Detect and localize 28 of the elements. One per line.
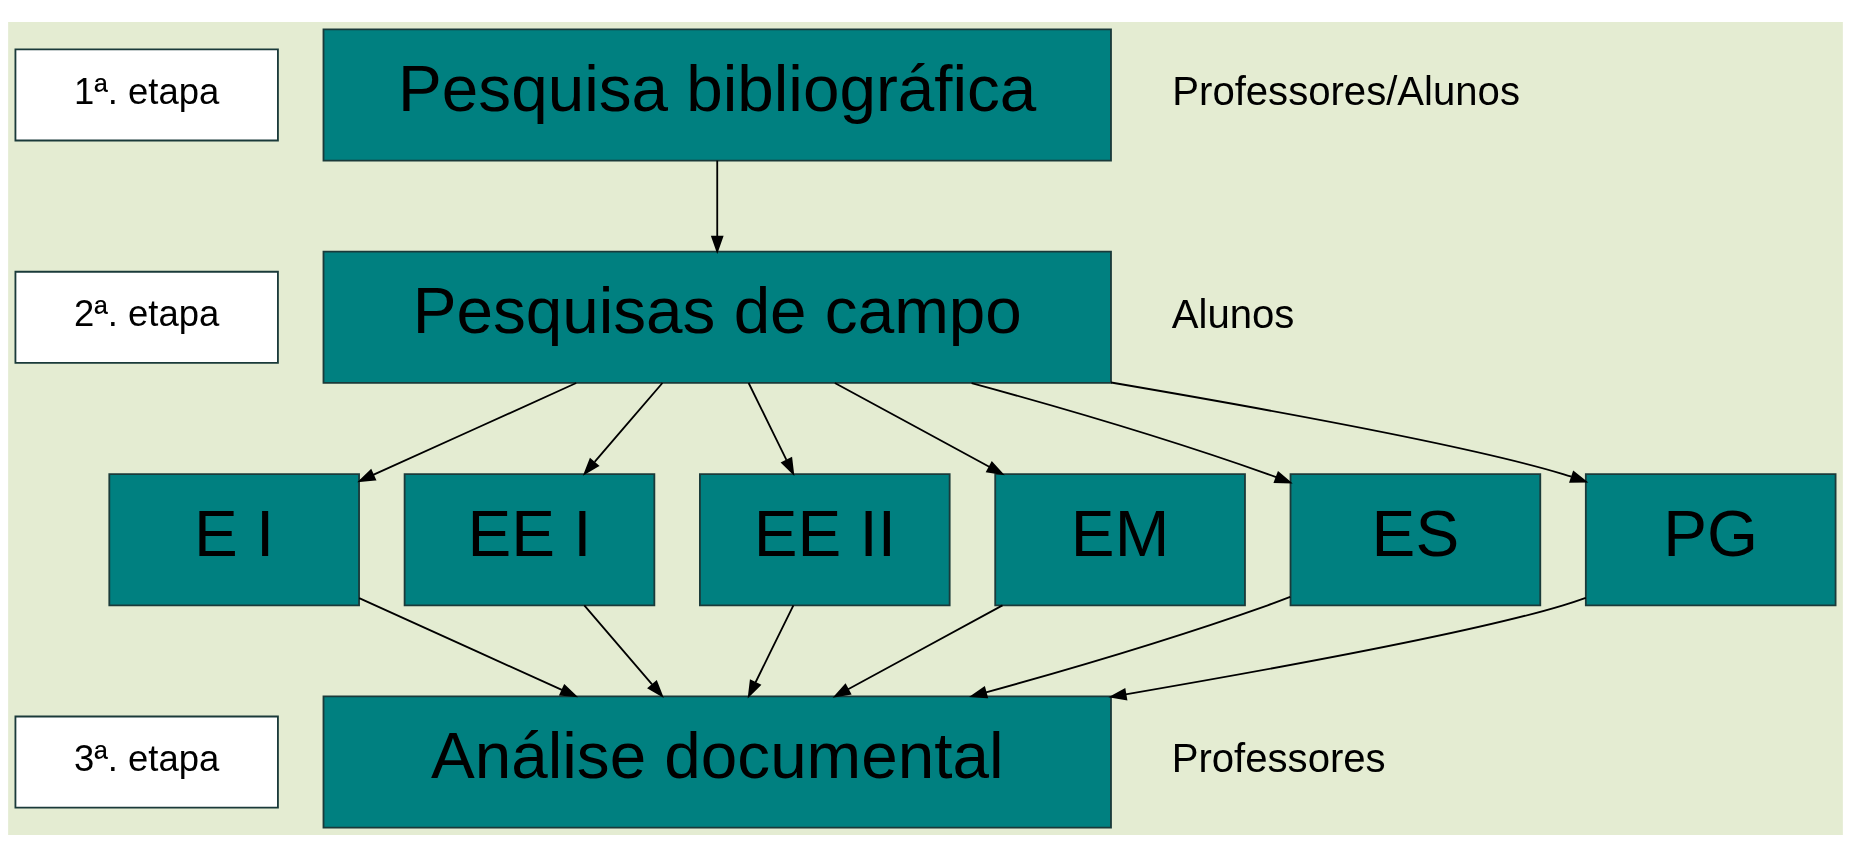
arrow <box>832 604 1004 698</box>
node-box: ES <box>1289 473 1542 607</box>
arrow <box>1110 381 1589 483</box>
arrow <box>710 159 724 254</box>
node-label: Alunos <box>1171 291 1295 336</box>
node-box: EE II <box>699 473 951 607</box>
arrow <box>583 604 664 699</box>
arrow <box>747 382 795 477</box>
node-box: PG <box>1584 473 1837 607</box>
node-box: EE I <box>403 473 656 607</box>
node-box: 2ª. etapa <box>14 270 279 364</box>
node-box: E I <box>108 473 360 607</box>
node-box: Análise documental <box>322 695 1112 829</box>
node-box: Pesquisas de campo <box>322 250 1112 384</box>
arrow <box>833 382 1005 476</box>
node-box: 1ª. etapa <box>14 48 279 142</box>
arrow <box>358 597 579 698</box>
arrow <box>970 382 1293 484</box>
node-box: Pesquisa bibliográfica <box>322 28 1112 162</box>
node-box: EM <box>994 473 1246 607</box>
arrow <box>357 382 578 483</box>
node-box: 3ª. etapa <box>14 715 279 809</box>
node-label: Professores <box>1171 736 1386 781</box>
arrow <box>582 382 664 476</box>
arrow <box>747 604 795 699</box>
node-label: Professores/Alunos <box>1172 69 1520 114</box>
arrow <box>1108 596 1587 701</box>
arrow <box>968 596 1292 699</box>
